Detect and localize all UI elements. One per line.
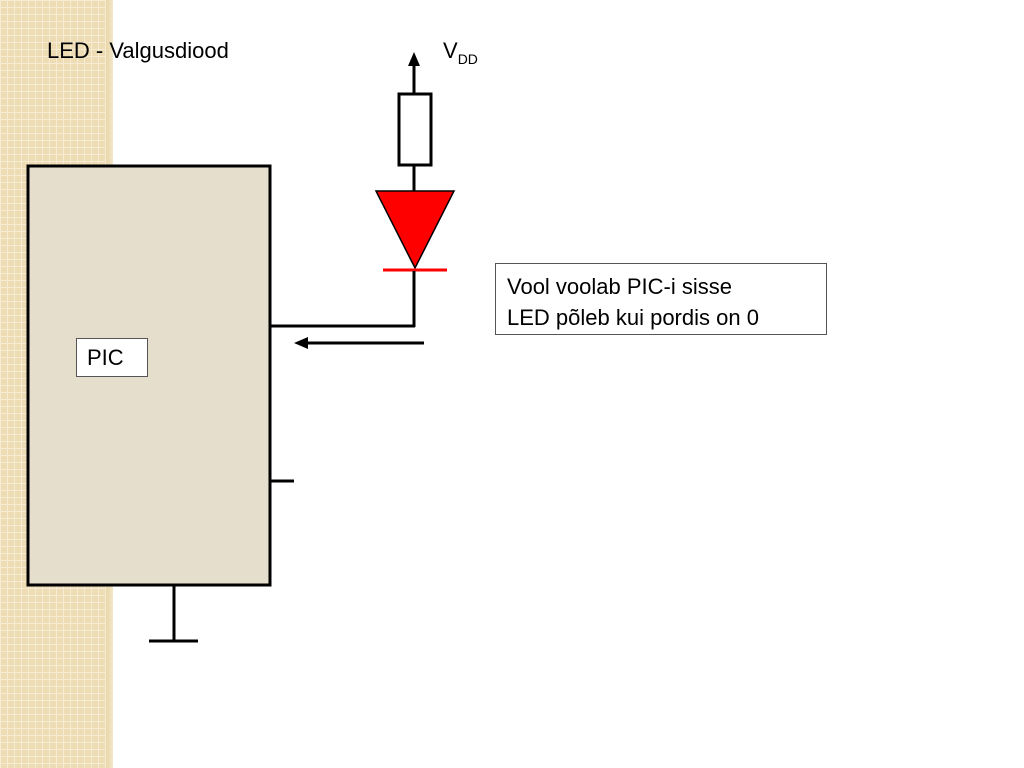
pic-label: PIC [76, 338, 148, 377]
led-diode-symbol [374, 190, 456, 270]
note-line-current: Vool voolab PIC-i sisse [507, 274, 732, 299]
pic-chip-body [26, 164, 272, 587]
resistor [397, 92, 433, 167]
vdd-label-main: V [443, 38, 458, 63]
note-box: Vool voolab PIC-i sisse LED põleb kui po… [495, 263, 827, 335]
vdd-label-subscript: DD [457, 51, 478, 67]
slide-title: LED - Valgusdiood [47, 38, 229, 63]
current-direction-arrowhead [294, 337, 308, 349]
note-line-led: LED põleb kui pordis on 0 [507, 305, 759, 330]
vdd-label: VDD [443, 38, 478, 67]
vdd-arrowhead [408, 52, 420, 66]
